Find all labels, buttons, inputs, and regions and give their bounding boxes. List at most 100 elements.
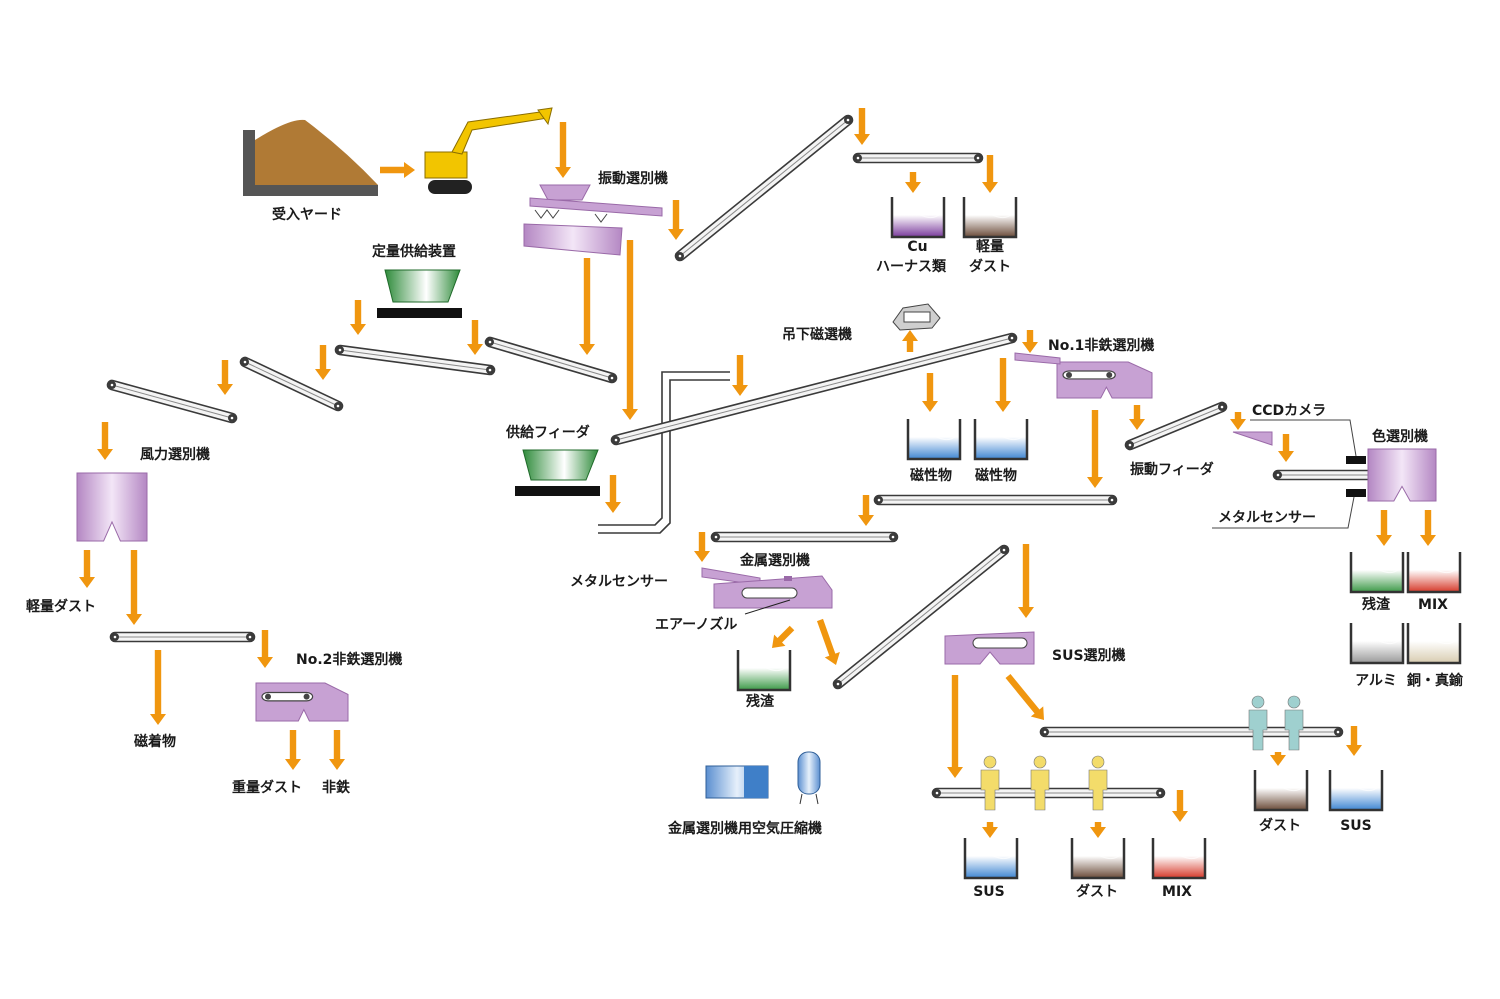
- arrow-to-sus-bottom: [982, 822, 998, 838]
- label-light-dust-2: ダスト: [969, 259, 1011, 275]
- arrow-to-no2: [257, 630, 273, 668]
- arrow-to-mix-right: [1420, 510, 1436, 546]
- label-harness: ハーナス類: [876, 259, 946, 275]
- worker-teal-2: [1284, 695, 1304, 751]
- bin-light-dust-top: [962, 197, 1018, 239]
- label-residue-right: 残渣: [1362, 597, 1390, 613]
- label-ccd-camera: CCDカメラ: [1252, 403, 1327, 419]
- worker-teal-1: [1248, 695, 1268, 751]
- arrow-no1-to-belt: [1087, 410, 1103, 488]
- arrow-to-light-dust-bin: [982, 155, 998, 193]
- label-nonferrous: 非鉄: [322, 780, 350, 796]
- vibrating-separator: [523, 184, 663, 256]
- sus-separator: [944, 631, 1035, 665]
- label-dust-right: ダスト: [1259, 818, 1301, 834]
- arrow-fixed-feeder: [350, 300, 366, 335]
- belt-wind-out: [109, 631, 256, 643]
- label-no2-nonferrous: No.2非鉄選別機: [296, 652, 403, 668]
- label-mix-bottom: MIX: [1162, 884, 1192, 900]
- label-sus-right: SUS: [1340, 818, 1372, 834]
- no1-nonferrous-separator: [1014, 352, 1153, 399]
- bin-magnetic-1: [906, 419, 962, 461]
- arrow-to-belt-2: [315, 345, 331, 380]
- bin-sus-right: [1328, 770, 1384, 812]
- arrow-vib-to-belt: [579, 258, 595, 355]
- arrow-from-vibrating-separator: [668, 200, 684, 240]
- bin-cu-harness: [890, 197, 946, 239]
- bin-sus-bottom: [963, 838, 1019, 880]
- arrow-to-metal-belt: [858, 495, 874, 526]
- label-metal-sensor-right: メタルセンサー: [1218, 510, 1316, 526]
- belt-left-2: [239, 356, 344, 412]
- arrow-to-elevator: [732, 355, 748, 396]
- worker-yellow-1: [980, 755, 1000, 811]
- arrow-to-residue-left: [772, 625, 795, 648]
- arrow-light-dust: [79, 550, 95, 588]
- label-mix-right: MIX: [1418, 597, 1448, 613]
- worker-yellow-2: [1030, 755, 1050, 811]
- arrow-to-belt-3: [217, 360, 233, 395]
- arrow-to-residue-right: [1376, 510, 1392, 546]
- label-sus-bottom: SUS: [973, 884, 1005, 900]
- belt-to-suspended-magnet: [610, 332, 1018, 446]
- label-vibrating-feeder: 振動フィーダ: [1130, 462, 1214, 478]
- bin-magnetic-2: [973, 419, 1029, 461]
- ccd-camera-leader: [1250, 419, 1357, 457]
- label-suspended-magnet: 吊下磁選機: [782, 327, 852, 343]
- arrow-to-dust-right: [1270, 752, 1286, 766]
- label-magnetic-2: 磁性物: [975, 468, 1017, 484]
- arrow-to-suspended-magnet: [902, 330, 918, 352]
- bin-mix-bottom: [1151, 838, 1207, 880]
- label-color-separator: 色選別機: [1372, 429, 1428, 445]
- receiving-yard-pile: [243, 119, 378, 196]
- arrow-to-belt-mid: [467, 320, 483, 355]
- arrow-into-metal-separator: [694, 532, 710, 562]
- fixed-feeder-device: [377, 269, 462, 318]
- label-vibrating-separator: 振動選別機: [598, 171, 668, 187]
- label-copper-brass: 銅・真鍮: [1407, 673, 1463, 689]
- arrow-nonferrous: [329, 730, 345, 770]
- bin-dust-bottom: [1070, 838, 1126, 880]
- belt-color-separator: [1272, 469, 1384, 481]
- belt-left-3: [106, 379, 238, 424]
- arrow-to-cu-bin: [905, 172, 921, 193]
- label-heavy-dust: 重量ダスト: [232, 780, 302, 796]
- belt-incline-top: [674, 114, 854, 262]
- label-cu: Cu: [907, 239, 928, 255]
- ccd-camera-device: [1346, 456, 1366, 464]
- excavator-icon: [424, 107, 553, 194]
- wind-separator: [76, 472, 148, 542]
- bin-aluminum: [1349, 623, 1405, 665]
- belt-center: [873, 494, 1118, 506]
- label-residue-left: 残渣: [746, 694, 774, 710]
- label-dust-bottom: ダスト: [1076, 884, 1118, 900]
- belt-top-horizontal: [852, 152, 984, 164]
- label-wind-separator: 風力選別機: [140, 447, 210, 463]
- label-metal-sensor-left: メタルセンサー: [570, 574, 668, 590]
- vibrating-feeder-tray: [1232, 431, 1273, 446]
- bin-residue-left: [736, 650, 792, 692]
- arrow-to-magnetic-bin-1: [922, 373, 938, 412]
- label-magnetic-1: 磁性物: [910, 468, 952, 484]
- metal-sensor-leader: [1212, 496, 1355, 529]
- belt-incline-sus: [832, 544, 1010, 690]
- arrow-sus-to-right-belt: [1005, 673, 1044, 720]
- arrow-supply-feeder: [605, 475, 621, 513]
- label-receiving-yard: 受入ヤード: [272, 207, 342, 223]
- bin-copper-brass: [1406, 623, 1462, 665]
- arrow-vib-to-feeder: [622, 240, 638, 420]
- arrow-heavy-dust: [285, 730, 301, 770]
- arrow-into-vibrating-separator: [555, 122, 571, 178]
- label-compressor: 金属選別機用空気圧縮機: [668, 821, 822, 837]
- arrow-to-sus-right: [1346, 726, 1362, 756]
- label-metal-separator: 金属選別機: [740, 553, 810, 569]
- arrow-to-dust-bottom: [1090, 822, 1106, 838]
- arrow-to-mix-bottom: [1172, 790, 1188, 822]
- color-separator: [1367, 448, 1437, 502]
- label-fixed-feeder: 定量供給装置: [372, 244, 456, 260]
- arrow-to-color-belt: [1278, 434, 1294, 462]
- belt-elevator: [598, 371, 730, 534]
- arrow-metal-to-incline: [816, 618, 840, 665]
- bin-mix-right: [1406, 552, 1462, 594]
